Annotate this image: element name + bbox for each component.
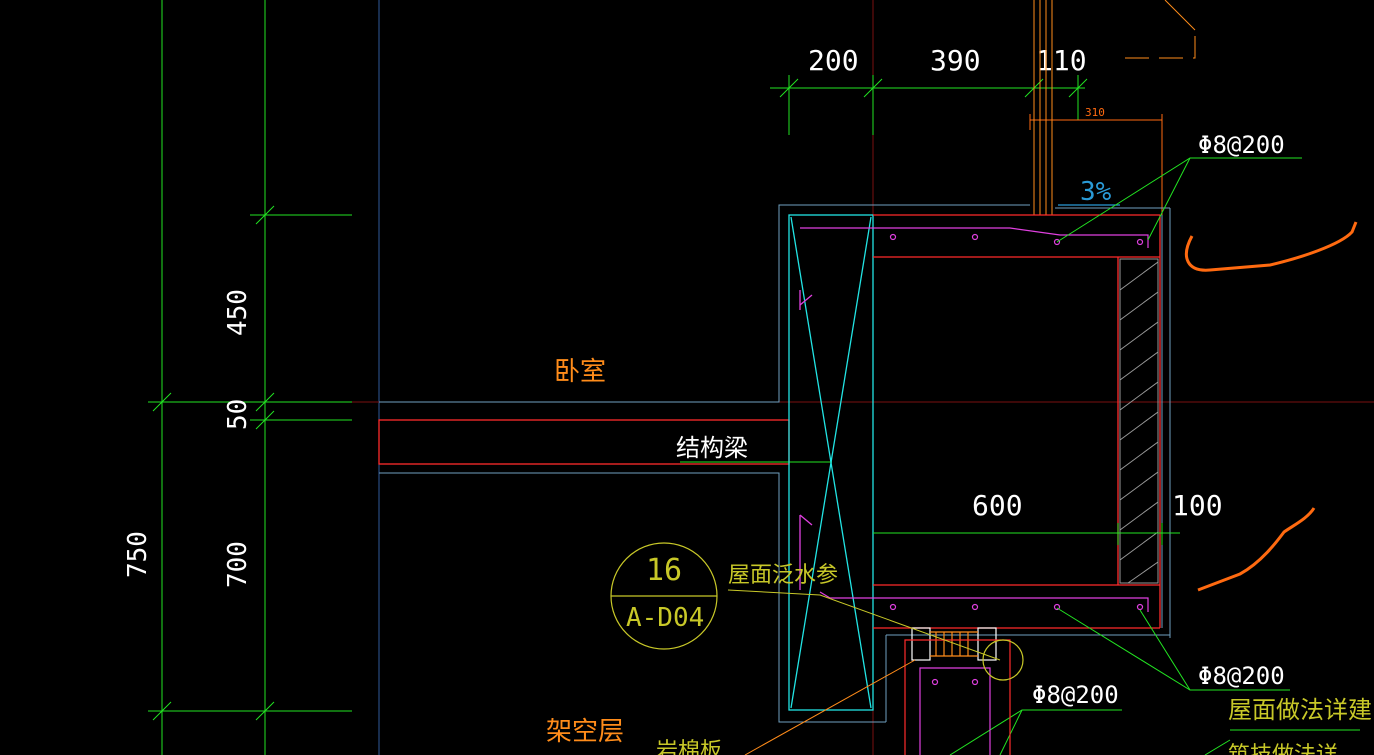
roof-method-leader [1204, 729, 1360, 755]
rebar-top-leader [1056, 157, 1302, 243]
rebar-top-label: Φ8@200 [1198, 131, 1285, 159]
wall-outline [379, 204, 1171, 723]
rebar-bottom-mid-leader [949, 709, 1122, 755]
inner-dimension [873, 523, 1180, 545]
rockwool-label: 岩棉板 [656, 739, 722, 755]
callout-number: 16 [646, 553, 682, 588]
partial-bottom-label: 筑技做法详 [1228, 743, 1338, 755]
beam-label: 结构梁 [676, 434, 748, 462]
rebar-bottom-mid-label: Φ8@200 [1032, 681, 1119, 709]
dim-top-390: 390 [930, 44, 981, 77]
rebar-bottom-right-leader [1056, 607, 1290, 691]
slope-label: 3% [1080, 177, 1112, 207]
dim-top-200: 200 [808, 44, 859, 77]
dim-310: 310 [1085, 106, 1105, 119]
flashing-label: 屋面泛水参 [728, 563, 838, 588]
column-marks [799, 290, 813, 590]
rebar-dots [889, 233, 1144, 686]
top-dimension-chain [770, 75, 1088, 135]
dim-left-700: 700 [223, 541, 253, 588]
flashing-leader [727, 589, 1001, 661]
break-lines [1185, 221, 1358, 592]
rebar-bottom-right-label: Φ8@200 [1198, 662, 1285, 690]
room-label-overhead: 架空层 [546, 717, 624, 747]
dim-left-50: 50 [223, 399, 253, 430]
railing [1033, 0, 1196, 216]
dim-left-450: 450 [223, 289, 253, 336]
detail-callout [610, 542, 718, 650]
hatched-wall [1119, 258, 1159, 584]
dim-left-750: 750 [123, 531, 153, 578]
dim-top-110: 110 [1036, 44, 1087, 77]
callout-sheet: A-D04 [626, 603, 704, 633]
room-label-bedroom: 卧室 [554, 357, 606, 387]
dim-inner-100: 100 [1172, 489, 1223, 522]
rockwool-leader [744, 659, 916, 755]
column [788, 214, 874, 711]
finish-layers [800, 227, 1149, 612]
dim-inner-600: 600 [972, 489, 1023, 522]
left-dimension-chain [148, 0, 352, 755]
lower-detail [904, 627, 1024, 755]
axis-lines [352, 0, 1374, 755]
roof-method-label: 屋面做法详建 [1228, 696, 1372, 724]
gutter-concrete [873, 214, 1161, 629]
